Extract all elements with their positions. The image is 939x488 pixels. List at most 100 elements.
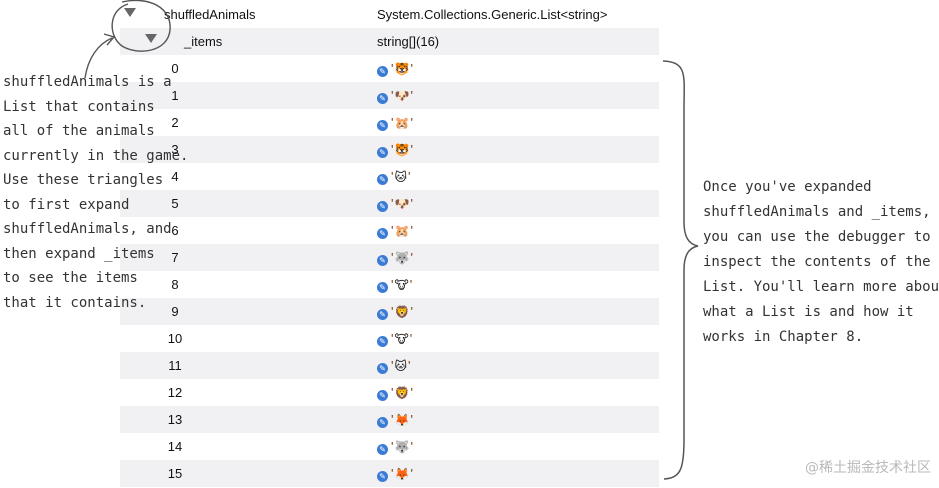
animal-emoji: 🐶: [394, 197, 410, 211]
quote-open: ': [391, 115, 394, 130]
row-items[interactable]: _items string[](16): [120, 28, 659, 55]
quote-close: ': [410, 304, 413, 319]
item-value: ✎'🐯': [377, 55, 413, 83]
item-row[interactable]: 0✎'🐯': [120, 55, 659, 82]
pencil-icon[interactable]: ✎: [377, 201, 388, 212]
expand-shuffled-animals-triangle-icon[interactable]: [124, 8, 136, 17]
animal-emoji: 🦊: [394, 413, 410, 427]
pencil-icon[interactable]: ✎: [377, 309, 388, 320]
item-index: 9: [171, 304, 179, 319]
row-shuffled-animals[interactable]: shuffledAnimals System.Collections.Gener…: [120, 1, 659, 28]
arrow-head: [103, 33, 116, 46]
pencil-icon[interactable]: ✎: [377, 66, 388, 77]
animal-emoji: 🐱: [394, 359, 407, 373]
quote-close: ': [410, 412, 413, 427]
item-row[interactable]: 5✎'🐶': [120, 190, 659, 217]
quote-close: ': [410, 61, 413, 76]
quote-close: ': [410, 223, 413, 238]
annotation-line: Use these triangles: [3, 172, 164, 188]
item-row[interactable]: 8✎'🐮': [120, 271, 659, 298]
pencil-icon[interactable]: ✎: [377, 471, 388, 482]
expand-items-triangle-icon[interactable]: [145, 34, 157, 43]
animal-emoji: 🐯: [394, 62, 410, 76]
item-row[interactable]: 9✎'🦁': [120, 298, 659, 325]
annotation-line: shuffledAnimals is a: [3, 74, 172, 90]
quote-open: ': [391, 250, 394, 265]
item-row[interactable]: 7✎'🐺': [120, 244, 659, 271]
item-row[interactable]: 3 ✎'🐯': [120, 136, 659, 163]
pencil-icon[interactable]: ✎: [377, 147, 388, 158]
watermark: @稀土掘金技术社区: [805, 460, 931, 476]
animal-emoji: 🦁: [394, 386, 410, 400]
item-index: 0: [171, 61, 179, 76]
item-row[interactable]: 13✎'🦊': [120, 406, 659, 433]
annotation-line: shuffledAnimals and _items,: [703, 204, 931, 220]
pencil-icon[interactable]: ✎: [377, 336, 388, 347]
annotation-line: what a List is and how it: [703, 304, 914, 320]
pencil-icon[interactable]: ✎: [377, 228, 388, 239]
quote-open: ': [391, 331, 394, 346]
item-value: ✎'🐹': [377, 109, 413, 137]
variable-name: shuffledAnimals: [164, 7, 256, 22]
quote-close: ': [409, 277, 413, 292]
item-row[interactable]: 2 ✎'🐹': [120, 109, 659, 136]
item-row[interactable]: 4✎'🐱': [120, 163, 659, 190]
debugger-watch-table: shuffledAnimals System.Collections.Gener…: [120, 0, 659, 487]
item-row[interactable]: 12✎'🦁': [120, 379, 659, 406]
item-index: 3: [171, 142, 179, 157]
annotation-line: List that contains: [3, 98, 155, 115]
annotation-line: to see the items: [3, 270, 138, 286]
pencil-icon[interactable]: ✎: [377, 390, 388, 401]
annotation-line: you can use the debugger to: [703, 229, 931, 245]
pencil-icon[interactable]: ✎: [377, 174, 388, 185]
annotation-line: works in Chapter 8.: [703, 329, 864, 345]
item-row[interactable]: 6✎'🐹': [120, 217, 659, 244]
quote-open: ': [391, 88, 394, 103]
quote-close: ': [410, 196, 413, 211]
annotation-line: that it contains.: [3, 294, 147, 311]
pencil-icon[interactable]: ✎: [377, 282, 388, 293]
annotation-line: Once you've expanded: [703, 179, 872, 195]
quote-close: ': [409, 331, 413, 346]
item-index: 11: [168, 358, 182, 373]
item-index: 14: [167, 439, 183, 454]
pencil-icon[interactable]: ✎: [377, 444, 388, 455]
item-value: ✎'🐶': [377, 190, 413, 218]
annotation-line: List. You'll learn more about: [703, 279, 939, 295]
animal-emoji: 🦁: [394, 305, 410, 319]
circle-around-triangles: [111, 0, 171, 52]
item-index: 2: [171, 115, 179, 130]
quote-open: ': [391, 412, 394, 427]
item-value: ✎'🐮': [377, 271, 412, 299]
item-value: ✎'🐯': [377, 136, 413, 164]
quote-open: ': [391, 196, 394, 211]
quote-close: ': [410, 250, 413, 265]
item-index: 7: [171, 250, 179, 265]
item-row[interactable]: 15 ✎'🦊': [120, 460, 659, 487]
item-row[interactable]: 11 ✎'🐱': [120, 352, 659, 379]
item-row[interactable]: 10✎'🐮': [120, 325, 659, 352]
pencil-icon[interactable]: ✎: [377, 255, 388, 266]
item-row[interactable]: 1✎'🐶': [120, 82, 659, 109]
item-index: 13: [167, 412, 183, 427]
item-value: ✎'🦊': [377, 460, 413, 488]
pencil-icon[interactable]: ✎: [377, 120, 388, 131]
animal-emoji: 🐮: [394, 332, 409, 346]
annotation-line: to first expand: [3, 196, 130, 213]
animal-emoji: 🐶: [394, 89, 410, 103]
item-value: ✎'🦁': [377, 298, 413, 326]
right-annotation: Once you've expanded shuffledAnimals and …: [703, 175, 939, 350]
pencil-icon[interactable]: ✎: [377, 417, 388, 428]
item-index: 15: [167, 466, 183, 481]
item-index: 5: [171, 196, 179, 211]
item-value: ✎'🐱': [377, 352, 410, 380]
item-value: ✎'🐮': [377, 325, 412, 353]
pencil-icon[interactable]: ✎: [377, 363, 388, 374]
annotation-line: then expand _items: [3, 245, 155, 262]
animal-emoji: 🐮: [394, 278, 409, 292]
item-row[interactable]: 14✎'🐺': [120, 433, 659, 460]
variable-name: _items: [184, 34, 223, 49]
pencil-icon[interactable]: ✎: [377, 93, 388, 104]
quote-open: ': [391, 439, 394, 454]
